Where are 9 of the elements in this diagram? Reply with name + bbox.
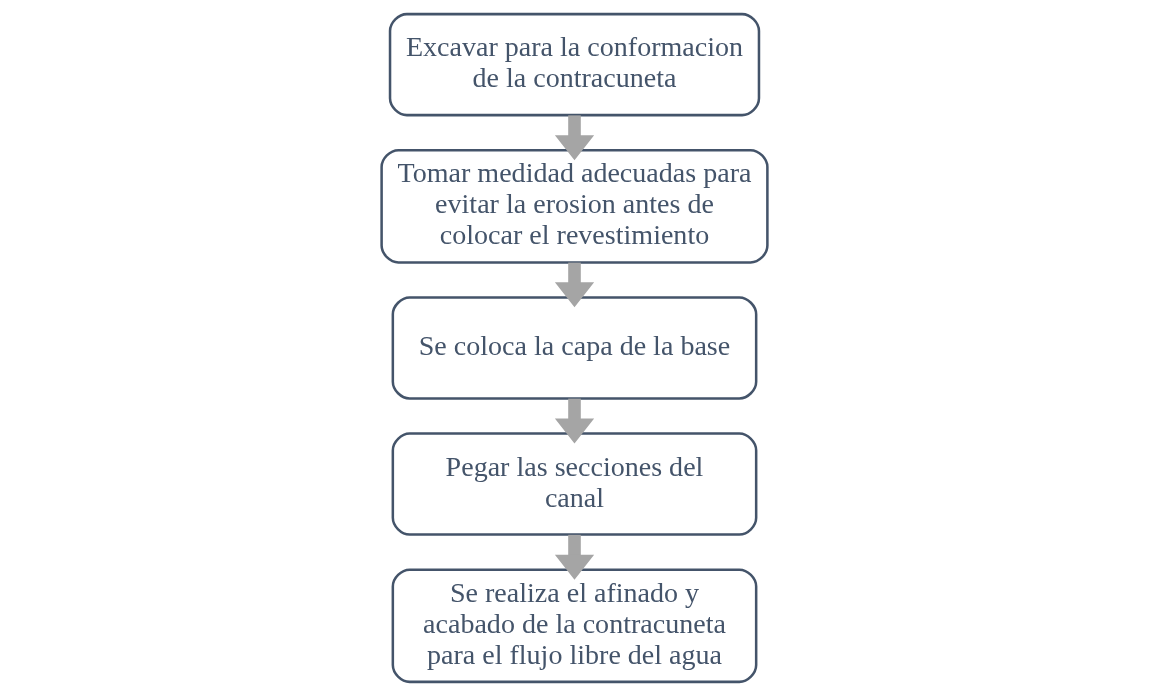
node-box: Tomar medidad adecuadas para evitar la erosion antes de colocar el revestimiento — [380, 148, 769, 264]
node-box: Excavar para la conformacion de la contracuneta — [388, 12, 761, 117]
arrow — [554, 115, 595, 161]
arrow — [554, 534, 595, 580]
node-box: Se realiza el afinado y acabado de la contracuneta para el flujo libre del agua — [391, 568, 758, 684]
arrow — [554, 398, 595, 444]
node-box: Pegar las secciones del canal — [391, 432, 758, 536]
arrow — [554, 262, 595, 308]
node-box: Se coloca la capa de la base — [391, 296, 758, 400]
